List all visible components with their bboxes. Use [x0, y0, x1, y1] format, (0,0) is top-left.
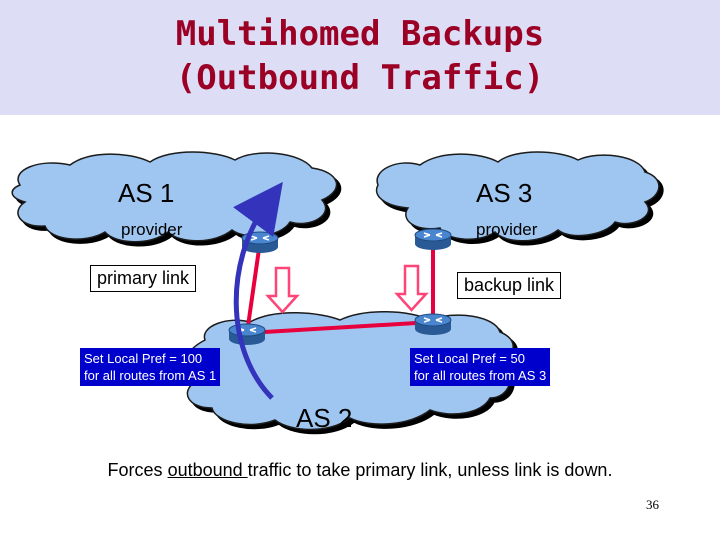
- as2-cloud: [183, 311, 514, 431]
- title-line-2: (Outbound Traffic): [175, 58, 545, 98]
- router-icon: [414, 228, 452, 250]
- curved-arrow: [233, 181, 283, 400]
- local-pref-as3-box: Set Local Pref = 50 for all routes from …: [410, 348, 551, 386]
- as3-label: AS 3: [476, 178, 533, 208]
- local-pref-as3-line2: for all routes from AS 3: [414, 368, 547, 383]
- router-icon: [414, 313, 452, 335]
- local-pref-as1-line1: Set Local Pref = 100: [84, 351, 203, 366]
- backup-link-label: backup link: [457, 272, 562, 299]
- as1-label: AS 1: [118, 178, 175, 208]
- caption-underlined: outbound: [167, 460, 248, 480]
- local-pref-as1-line2: for all routes from AS 1: [84, 368, 217, 383]
- page-number: 36: [646, 497, 659, 512]
- slide-title: Multihomed Backups (Outbound Traffic): [0, 12, 720, 100]
- local-pref-as1-box: Set Local Pref = 100 for all routes from…: [80, 348, 221, 386]
- primary-link-line: [245, 241, 262, 334]
- as3-cloud: [375, 151, 660, 242]
- router-icon: [228, 323, 266, 345]
- as3-role: provider: [476, 220, 538, 239]
- as2-label: AS 2: [296, 403, 353, 433]
- down-arrow: [394, 264, 429, 312]
- slide-caption: Forces outbound traffic to take primary …: [0, 460, 720, 481]
- as1-role: provider: [121, 220, 183, 239]
- as2-internal-link: [246, 320, 434, 335]
- title-band: [0, 0, 720, 115]
- primary-link-label: primary link: [90, 265, 197, 292]
- caption-before: Forces: [107, 460, 168, 480]
- title-line-1: Multihomed Backups: [175, 14, 545, 54]
- local-pref-as3-line1: Set Local Pref = 50: [414, 351, 525, 366]
- caption-after: traffic to take primary link, unless lin…: [247, 460, 613, 480]
- down-arrow: [265, 266, 300, 314]
